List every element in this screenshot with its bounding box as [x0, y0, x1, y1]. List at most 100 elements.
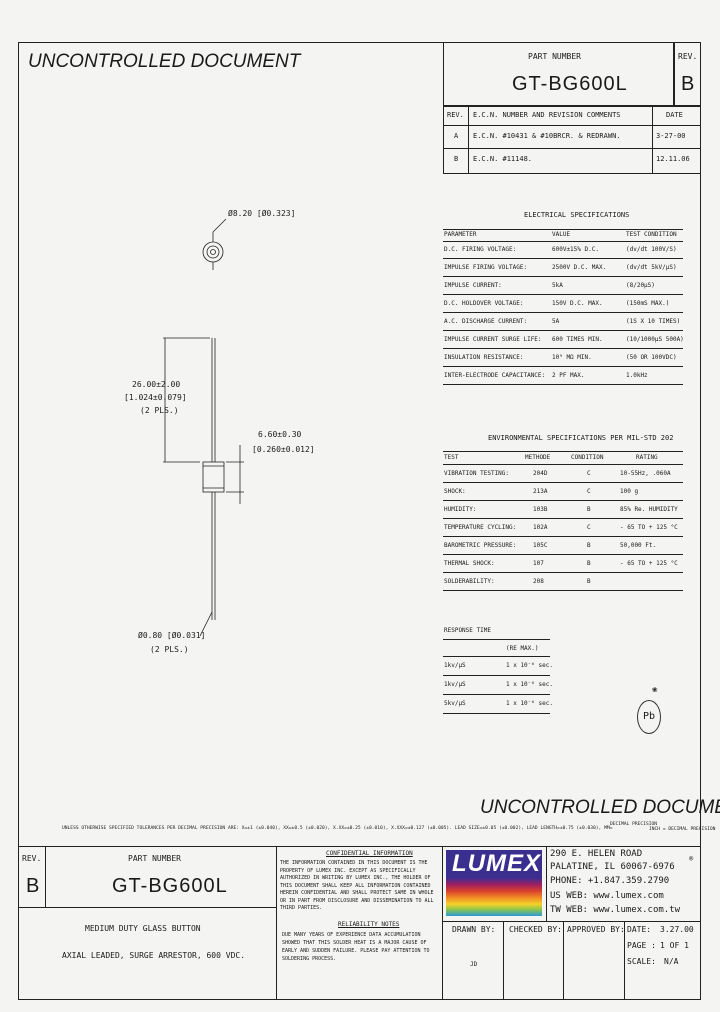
date-label: DATE:	[627, 925, 652, 934]
rev-box-top	[674, 42, 701, 106]
elec-value: 600V±15% D.C.	[552, 246, 599, 253]
env-header-condition: CONDITION	[571, 454, 604, 461]
description-line1: MEDIUM DUTY GLASS BUTTON	[85, 924, 201, 933]
elec-row-line	[443, 366, 683, 367]
part-number-top: GT-BG600L	[512, 73, 628, 95]
company-address2: PALATINE, IL 60067-6976	[550, 862, 675, 872]
elec-value: 2 PF MAX.	[552, 372, 585, 379]
scale-label: SCALE:	[627, 957, 656, 966]
rev-label-top: REV.	[678, 52, 698, 61]
elec-param: IMPULSE CURRENT:	[444, 282, 502, 289]
env-condition: B	[587, 560, 591, 567]
elec-row-line	[443, 258, 683, 259]
rev-row-a-comment: E.C.N. #10431 & #10BRCR. & REDRAWN.	[473, 132, 621, 140]
env-rating: 100 g	[620, 488, 639, 495]
company-tw-web: TW WEB: www.lumex.com.tw	[550, 905, 681, 915]
pb-free-icon: Pb	[637, 700, 661, 734]
elec-param: IMPULSE CURRENT SURGE LIFE:	[444, 336, 542, 343]
elec-param: IMPULSE FIRING VOLTAGE:	[444, 264, 528, 271]
part-number-label-top: PART NUMBER	[528, 52, 581, 61]
rev-top: B	[681, 73, 696, 95]
page-label: PAGE :	[627, 941, 656, 950]
confidential-title: CONFIDENTIAL INFORMATION	[326, 850, 413, 857]
revision-table	[443, 106, 701, 174]
lead-length-in-label: [1.024±0.079]	[124, 393, 187, 402]
response-rate: 5kv/μS	[444, 700, 466, 707]
elec-value: 2500V D.C. MAX.	[552, 264, 607, 271]
elec-test: (50 OR 100VDC)	[626, 354, 677, 361]
response-rate: 1kv/μS	[444, 681, 466, 688]
pb-label: Pb	[642, 711, 656, 722]
dia-label: Ø8.20 [Ø0.323]	[228, 209, 296, 218]
env-test: SHOCK:	[444, 488, 466, 495]
response-time: 1 x 10⁻⁶ sec.	[506, 662, 553, 669]
env-test: BAROMETRIC PRESSURE:	[444, 542, 517, 549]
environmental-title: ENVIRONMENTAL SPECIFICATIONS PER MIL-STD…	[488, 434, 674, 442]
env-test: THERMAL SHOCK:	[444, 560, 495, 567]
date-value: 3.27.00	[660, 925, 694, 934]
env-rating: 85% Re. HUMIDITY	[620, 506, 678, 513]
response-row-line	[443, 675, 550, 676]
elec-value: 150V D.C. MAX.	[552, 300, 603, 307]
watermark-bottom: UNCONTROLLED DOCUMENT	[480, 797, 720, 818]
watermark-top: UNCONTROLLED DOCUMENT	[28, 51, 301, 72]
env-method: 208	[533, 578, 544, 585]
elec-header-value: VALUE	[552, 231, 571, 238]
rev-row-a-date: 3-27-00	[656, 132, 686, 140]
env-rating: 50,000 Ft.	[620, 542, 657, 549]
company-phone: PHONE: +1.847.359.2790	[550, 876, 670, 886]
env-row-line	[443, 482, 683, 483]
response-header: (RE MAX.)	[506, 645, 539, 652]
elec-row-line	[443, 294, 683, 295]
part-number-label-bottom: PART NUMBER	[128, 854, 181, 863]
part-number-bottom: GT-BG600L	[112, 875, 228, 897]
env-condition: C	[587, 524, 591, 531]
elec-row-line	[443, 384, 683, 385]
env-method: 213A	[533, 488, 548, 495]
drawn-initials: JD	[470, 961, 478, 968]
confidential-text: THE INFORMATION CONTAINED IN THIS DOCUME…	[280, 860, 434, 911]
elec-param: INSULATION RESISTANCE:	[444, 354, 524, 361]
elec-param: D.C. HOLDOVER VOLTAGE:	[444, 300, 524, 307]
elec-param: A.C. DISCHARGE CURRENT:	[444, 318, 528, 325]
elec-row-line	[443, 276, 683, 277]
drawing-frame	[18, 42, 701, 1000]
env-method: 204D	[533, 470, 548, 477]
rev-bottom: B	[26, 875, 41, 897]
scale-value: N/A	[664, 957, 679, 966]
elec-value: 5A	[552, 318, 560, 325]
pb-leaf-icon: ❀	[652, 685, 658, 695]
elec-param: INTER-ELECTRODE CAPACITANCE:	[444, 372, 546, 379]
env-condition: C	[587, 488, 591, 495]
tolerance-tag: DECIMAL PRECISION	[610, 822, 658, 827]
env-test: SOLDERABILITY:	[444, 578, 495, 585]
reliability-title: RELIABILITY NOTES	[338, 921, 400, 928]
env-condition: B	[587, 578, 591, 585]
env-condition: C	[587, 470, 591, 477]
elec-row-line	[443, 330, 683, 331]
lead-dia-label: Ø0.80 [Ø0.031]	[138, 631, 206, 640]
page-value: 1 OF 1	[660, 941, 689, 950]
env-condition: B	[587, 506, 591, 513]
logo-text: LUMEX	[452, 850, 541, 877]
env-row-line	[443, 572, 683, 573]
env-method: 107	[533, 560, 544, 567]
lead-dia-note: (2 PLS.)	[150, 645, 189, 654]
rev-row-a-rev: A	[454, 132, 459, 140]
lead-length-note: (2 PLS.)	[140, 406, 179, 415]
env-row-line	[443, 518, 683, 519]
ecn-col-header: E.C.N. NUMBER AND REVISION COMMENTS	[473, 111, 621, 119]
env-test: TEMPERATURE CYCLING:	[444, 524, 517, 531]
env-method: 105C	[533, 542, 548, 549]
env-header-rating: RATING	[636, 454, 658, 461]
part-number-box-top	[443, 42, 674, 106]
description-line2: AXIAL LEADED, SURGE ARRESTOR, 600 VDC.	[62, 951, 246, 960]
electrical-title: ELECTRICAL SPECIFICATIONS	[524, 211, 630, 219]
elec-value: 10⁹ MΩ MIN.	[552, 354, 592, 361]
body-length-in-label: [0.260±0.012]	[252, 445, 315, 454]
registered-mark: ®	[689, 855, 694, 863]
env-condition: B	[587, 542, 591, 549]
rev-row-b-date: 12.11.06	[656, 155, 690, 163]
elec-header-test: TEST CONDITION	[626, 231, 677, 238]
